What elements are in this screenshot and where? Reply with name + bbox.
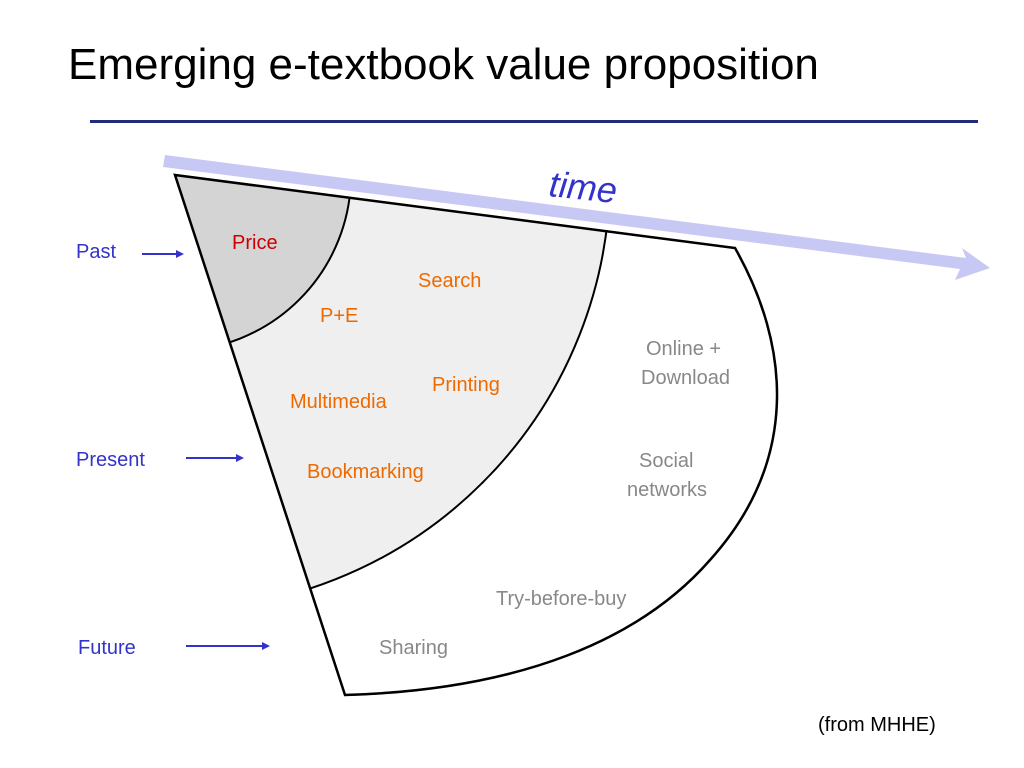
online-download-label-line1: Online + [646,338,721,360]
sharing-label: Sharing [379,637,448,659]
try-before-buy-label: Try-before-buy [496,588,626,610]
online-download-label-line2: Download [641,367,730,389]
slide-title: Emerging e-textbook value proposition [68,40,819,89]
time-label: time [547,163,619,211]
present-region [175,175,611,611]
printing-label: Printing [432,374,500,396]
search-label: Search [418,270,481,292]
time-arrow-band [163,155,990,280]
bookmarking-label: Bookmarking [307,461,424,483]
social-networks-label-line1: Social [639,450,693,472]
era-label-present: Present [76,449,145,471]
title-rule [90,120,978,123]
era-label-past: Past [76,241,116,263]
social-networks-label-line2: networks [627,479,707,501]
wedge-outline [173,173,779,697]
era-label-future: Future [78,637,136,659]
p-plus-e-label: P+E [320,305,358,327]
price-label: Price [232,232,278,254]
multimedia-label: Multimedia [290,391,388,413]
past-pointer-arrow [142,250,184,258]
past-region [175,175,352,352]
present-pointer-arrow [186,454,244,462]
future-pointer-arrow [186,642,270,650]
source-note: (from MHHE) [818,714,936,736]
